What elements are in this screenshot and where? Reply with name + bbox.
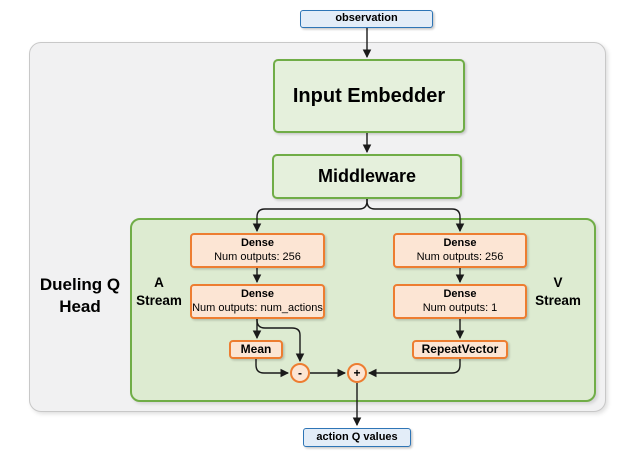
a-stream-label: A Stream — [131, 274, 187, 309]
node-input-embedder: Input Embedder — [273, 59, 465, 133]
node-middleware: Middleware — [272, 154, 462, 199]
a-stream-label-line2: Stream — [136, 292, 182, 308]
node-v-stream-dense-2-outputs: Num outputs: 1 — [422, 301, 498, 314]
node-action-q-values: action Q values — [303, 428, 411, 447]
v-stream-label: V Stream — [530, 274, 586, 309]
node-mean: Mean — [229, 340, 283, 359]
node-v-stream-dense-1: Dense Num outputs: 256 — [393, 233, 527, 268]
node-v-stream-dense-1-title: Dense — [443, 236, 477, 249]
dueling-q-head-label-line1: Dueling Q — [39, 275, 121, 294]
node-a-stream-dense-1: Dense Num outputs: 256 — [190, 233, 325, 268]
node-a-stream-dense-2-outputs: Num outputs: num_actions — [192, 301, 323, 314]
node-a-stream-dense-2: Dense Num outputs: num_actions — [190, 284, 325, 319]
add-operator: + — [347, 363, 367, 383]
node-v-stream-dense-1-outputs: Num outputs: 256 — [416, 250, 504, 263]
node-a-stream-dense-1-title: Dense — [240, 236, 275, 249]
node-a-stream-dense-2-title: Dense — [240, 287, 275, 300]
node-repeat-vector: RepeatVector — [412, 340, 508, 359]
node-v-stream-dense-2-title: Dense — [443, 287, 477, 300]
v-stream-label-line2: Stream — [535, 292, 581, 308]
dueling-q-head-label: Dueling Q Head — [30, 274, 130, 318]
dueling-q-head-label-line2: Head — [59, 297, 101, 317]
v-stream-label-line1: V — [553, 275, 563, 290]
subtract-operator: - — [290, 363, 310, 383]
node-observation: observation — [300, 10, 433, 28]
node-v-stream-dense-2: Dense Num outputs: 1 — [393, 284, 527, 319]
node-a-stream-dense-1-outputs: Num outputs: 256 — [214, 250, 301, 263]
a-stream-label-line1: A — [154, 275, 164, 290]
